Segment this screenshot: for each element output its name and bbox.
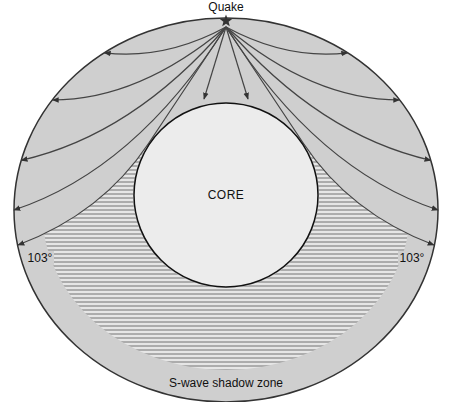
seismic-ray	[52, 27, 226, 100]
seismic-ray	[226, 27, 348, 54]
node-text: CORE	[208, 188, 245, 202]
angle-label: 103°	[398, 251, 427, 265]
core-ray	[204, 27, 226, 99]
quake-label: Quake	[206, 0, 245, 14]
seismic-ray	[104, 27, 226, 54]
core-boundary	[134, 103, 318, 287]
core-circle: CORE	[133, 102, 319, 288]
angle-label: 103°	[26, 251, 55, 265]
zone-label: S-wave shadow zone	[167, 376, 285, 390]
quake-star	[220, 15, 232, 27]
seismic-ray	[226, 27, 400, 100]
core-ray	[226, 27, 248, 99]
